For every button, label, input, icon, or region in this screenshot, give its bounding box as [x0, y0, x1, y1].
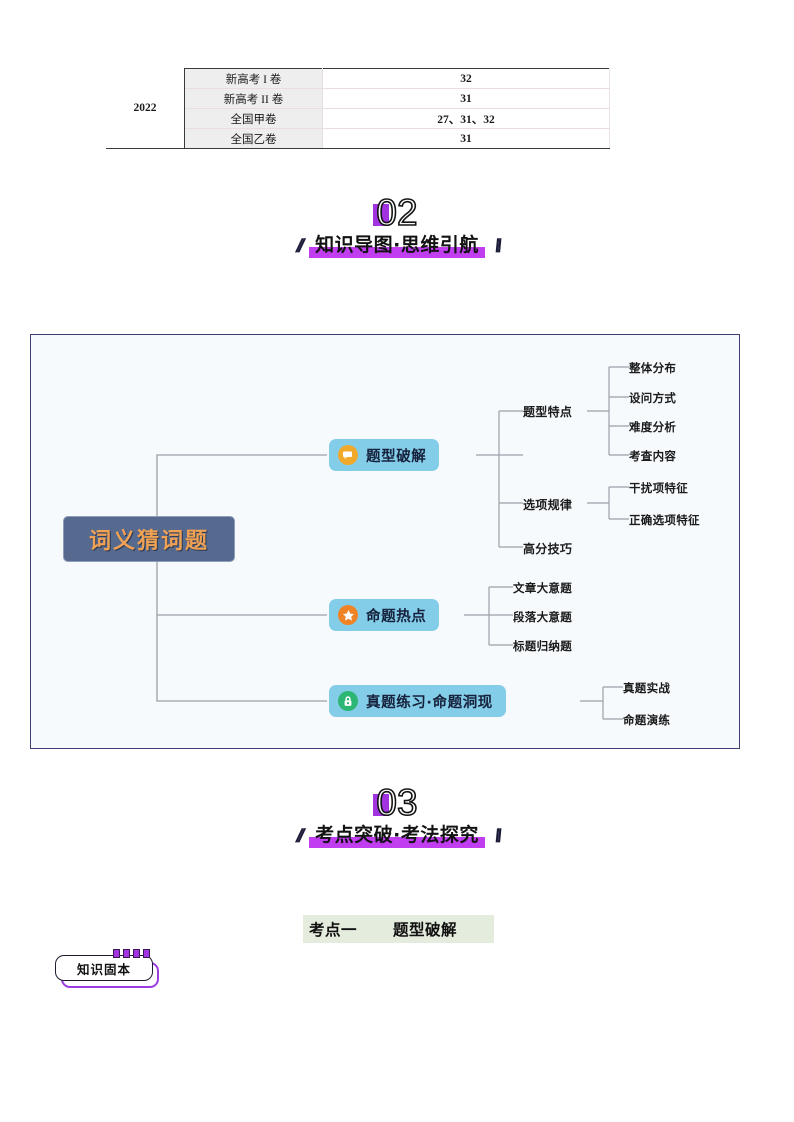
star-icon	[338, 605, 358, 625]
section-title-highlight: 考点突破·考法探究	[309, 820, 485, 849]
section-number-block: 02	[373, 192, 419, 234]
table-row: 全国甲卷 27、31、32	[106, 108, 610, 129]
question-cell: 32	[322, 68, 610, 89]
mindmap-root-label: 词义猜词题	[88, 529, 209, 554]
paper-cell: 新高考 I 卷	[184, 68, 323, 89]
year-cell: 2022	[106, 68, 185, 149]
mindmap-group-label: 选项规律	[523, 498, 573, 512]
exam-question-table: 2022 新高考 I 卷 32 新高考 II 卷 31 全国甲卷 27、31、3…	[106, 68, 610, 149]
mindmap-branch-真题练习[interactable]: 真题练习·命题洞现	[329, 685, 506, 717]
mindmap-group-label: 高分技巧	[523, 542, 573, 556]
mindmap-container: 词义猜词题 题型破解 题型特点 整体分布 设问方式 难度分析 考查内容 选项规律…	[30, 334, 740, 749]
keypoint-index: 考点一	[309, 921, 358, 939]
lock-icon	[338, 691, 358, 711]
mindmap-branch-命题热点[interactable]: 命题热点	[329, 599, 440, 631]
highlight-bar	[309, 837, 485, 848]
question-cell: 27、31、32	[322, 108, 610, 129]
section-title: 考点突破·考法探究	[315, 824, 479, 846]
badge-dot	[123, 949, 130, 958]
mindmap-leaf: 干扰项特征	[629, 481, 688, 495]
flag-icon	[338, 445, 358, 465]
mindmap-branch-label: 题型破解	[366, 448, 427, 465]
question-cell: 31	[322, 128, 610, 149]
mindmap-branch-label: 真题练习·命题洞现	[366, 694, 493, 711]
badge-dots-decoration	[113, 949, 150, 958]
mindmap-root-node[interactable]: 词义猜词题	[63, 516, 235, 562]
mindmap-leaf: 文章大意题	[513, 581, 572, 595]
table-row: 新高考 II 卷 31	[106, 88, 610, 109]
badge-body: 知识固本	[55, 955, 153, 981]
mindmap-leaf: 设问方式	[629, 391, 677, 405]
mindmap-branch-label: 命题热点	[366, 608, 427, 625]
section-number: 03	[376, 782, 419, 824]
question-cell: 31	[322, 88, 610, 109]
paper-cell: 全国乙卷	[184, 128, 323, 149]
mindmap-leaf: 正确选项特征	[629, 513, 700, 527]
section-header-02: 02 // 知识导图·思维引航 \\	[0, 192, 794, 259]
badge-dot	[143, 949, 150, 958]
section-header-03: 03 // 考点突破·考法探究 \\	[0, 782, 794, 849]
knowledge-badge: 知识固本	[55, 949, 165, 997]
badge-dot	[113, 949, 120, 958]
mindmap-leaf: 真题实战	[623, 681, 671, 695]
section-number-block: 03	[373, 782, 419, 824]
mindmap-leaf: 命题演练	[623, 713, 671, 727]
section-number: 02	[376, 192, 419, 234]
slash-right-icon: \\	[491, 236, 502, 257]
mindmap-leaf: 段落大意题	[513, 610, 572, 624]
mindmap-branch-题型破解[interactable]: 题型破解	[329, 439, 440, 471]
mindmap-leaf: 难度分析	[629, 420, 677, 434]
mindmap-leaf: 标题归纳题	[513, 639, 572, 653]
table-row: 2022 新高考 I 卷 32	[106, 68, 610, 149]
slash-right-icon: \\	[491, 826, 502, 847]
keypoint-banner: 考点一 题型破解	[303, 915, 494, 943]
paper-cell: 全国甲卷	[184, 108, 323, 129]
slash-left-icon: //	[292, 826, 304, 847]
decorative-square	[373, 794, 390, 816]
keypoint-title: 题型破解	[393, 921, 458, 939]
section-title-highlight: 知识导图·思维引航	[309, 230, 485, 259]
section-title: 知识导图·思维引航	[315, 234, 479, 256]
table-row: 全国乙卷 31	[106, 128, 610, 149]
mindmap-group-label: 题型特点	[523, 405, 573, 419]
section-title-row: // 考点突破·考法探究 \\	[0, 820, 794, 849]
decorative-square	[373, 204, 390, 226]
section-title-row: // 知识导图·思维引航 \\	[0, 230, 794, 259]
badge-label: 知识固本	[76, 961, 131, 977]
mindmap-leaf: 考查内容	[629, 449, 677, 463]
highlight-bar	[309, 247, 485, 258]
mindmap-connectors	[156, 366, 629, 720]
badge-dot	[133, 949, 140, 958]
mindmap-leaf: 整体分布	[629, 361, 677, 375]
slash-left-icon: //	[292, 236, 304, 257]
paper-cell: 新高考 II 卷	[184, 88, 323, 109]
